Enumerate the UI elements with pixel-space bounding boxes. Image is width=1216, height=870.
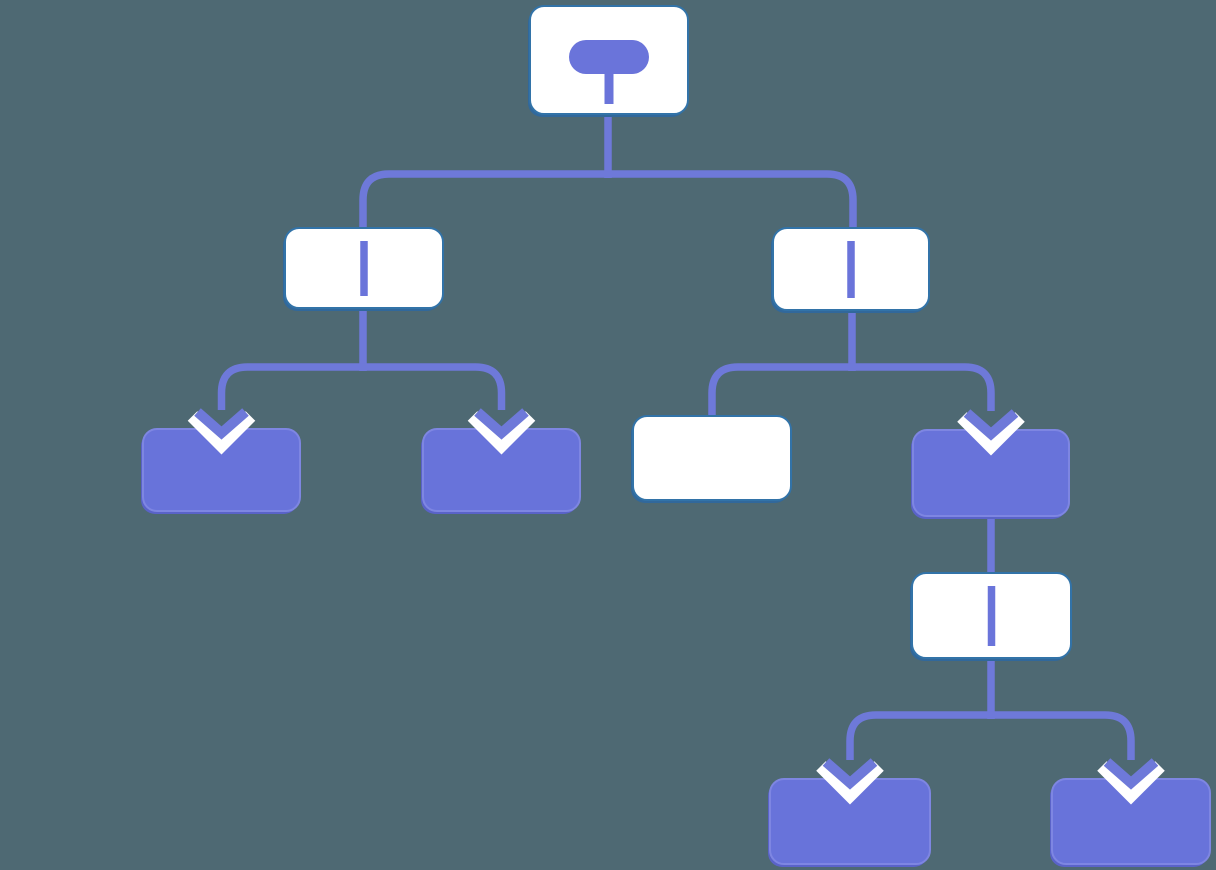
purple-branch-node-chevron-down-icon-white xyxy=(957,412,1025,456)
purple-branch-node-chevron-down-icon-purple xyxy=(963,409,1019,441)
leaf-node-1-chevron-down-icon-white xyxy=(187,411,256,455)
leaf-node-4-chevron-down-icon-white xyxy=(1097,761,1165,805)
leaf-node-4-chevron-down-icon-purple xyxy=(1103,758,1159,790)
leaf-node-3-chevron-down-icon-white xyxy=(816,761,884,805)
leaf-node-1-chevron-down-icon-purple xyxy=(194,408,249,440)
edge-right-fanout xyxy=(708,363,995,416)
leaf-node-2-chevron-down-icon-white xyxy=(467,411,536,455)
edge-left-fanout xyxy=(217,363,506,410)
edge-level1-fanout xyxy=(359,170,857,228)
edge-bottom-fanout xyxy=(846,711,1135,760)
leaf-node-3-chevron-down-icon-purple xyxy=(822,758,878,790)
leaf-node-2-chevron-down-icon-purple xyxy=(474,408,529,440)
root-node-pill-glyph xyxy=(569,40,649,74)
white-leaf-node xyxy=(632,415,792,501)
